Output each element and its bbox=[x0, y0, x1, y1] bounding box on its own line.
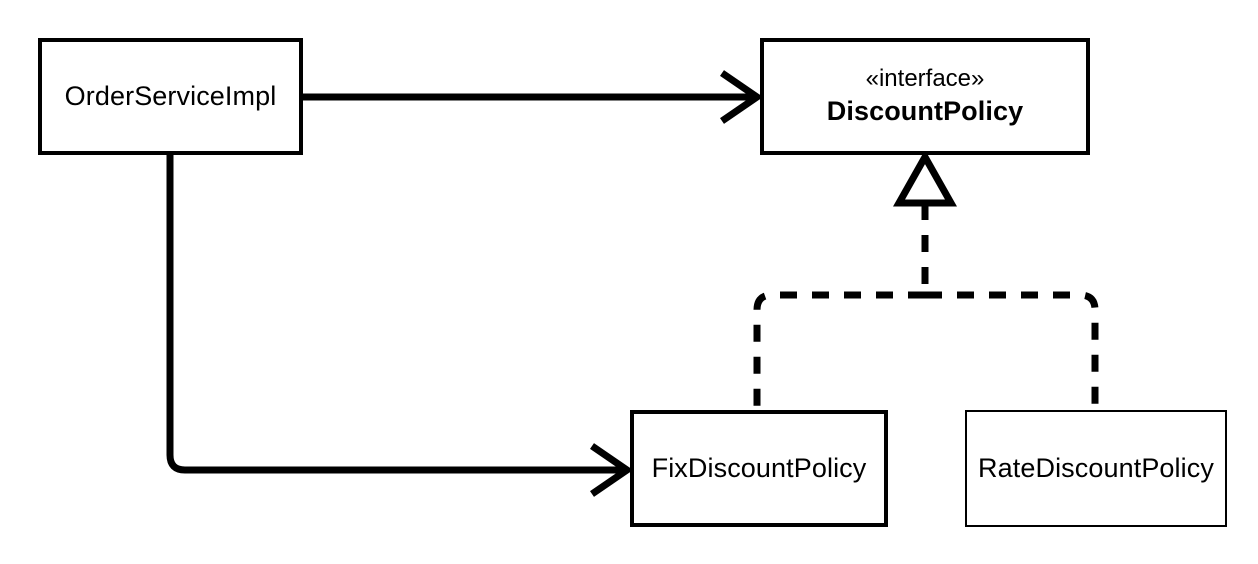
class-node-rate-discount-policy[interactable]: RateDiscountPolicy bbox=[965, 410, 1227, 527]
interface-name-label: DiscountPolicy bbox=[826, 95, 1024, 126]
edge-realization-tree[interactable] bbox=[753, 149, 1099, 410]
class-node-order-service-impl[interactable]: OrderServiceImpl bbox=[38, 38, 303, 155]
edge-uses-discount-policy[interactable] bbox=[303, 70, 764, 124]
interface-node-discount-policy[interactable]: «interface» DiscountPolicy bbox=[760, 38, 1090, 155]
realization-branch-fix bbox=[753, 291, 925, 410]
class-name-label: RateDiscountPolicy bbox=[978, 452, 1214, 483]
open-v-arrowhead bbox=[720, 70, 764, 124]
edge-line bbox=[166, 155, 627, 474]
realization-branch-rate bbox=[925, 291, 1099, 410]
stereotype-label: «interface» bbox=[865, 65, 985, 93]
class-name-label: FixDiscountPolicy bbox=[651, 452, 867, 483]
edge-uses-fix-discount-policy[interactable] bbox=[166, 155, 634, 497]
class-node-fix-discount-policy[interactable]: FixDiscountPolicy bbox=[630, 410, 888, 527]
class-name-label: OrderServiceImpl bbox=[64, 80, 277, 111]
hollow-triangle-arrowhead bbox=[893, 149, 957, 207]
open-v-arrowhead bbox=[590, 443, 634, 497]
